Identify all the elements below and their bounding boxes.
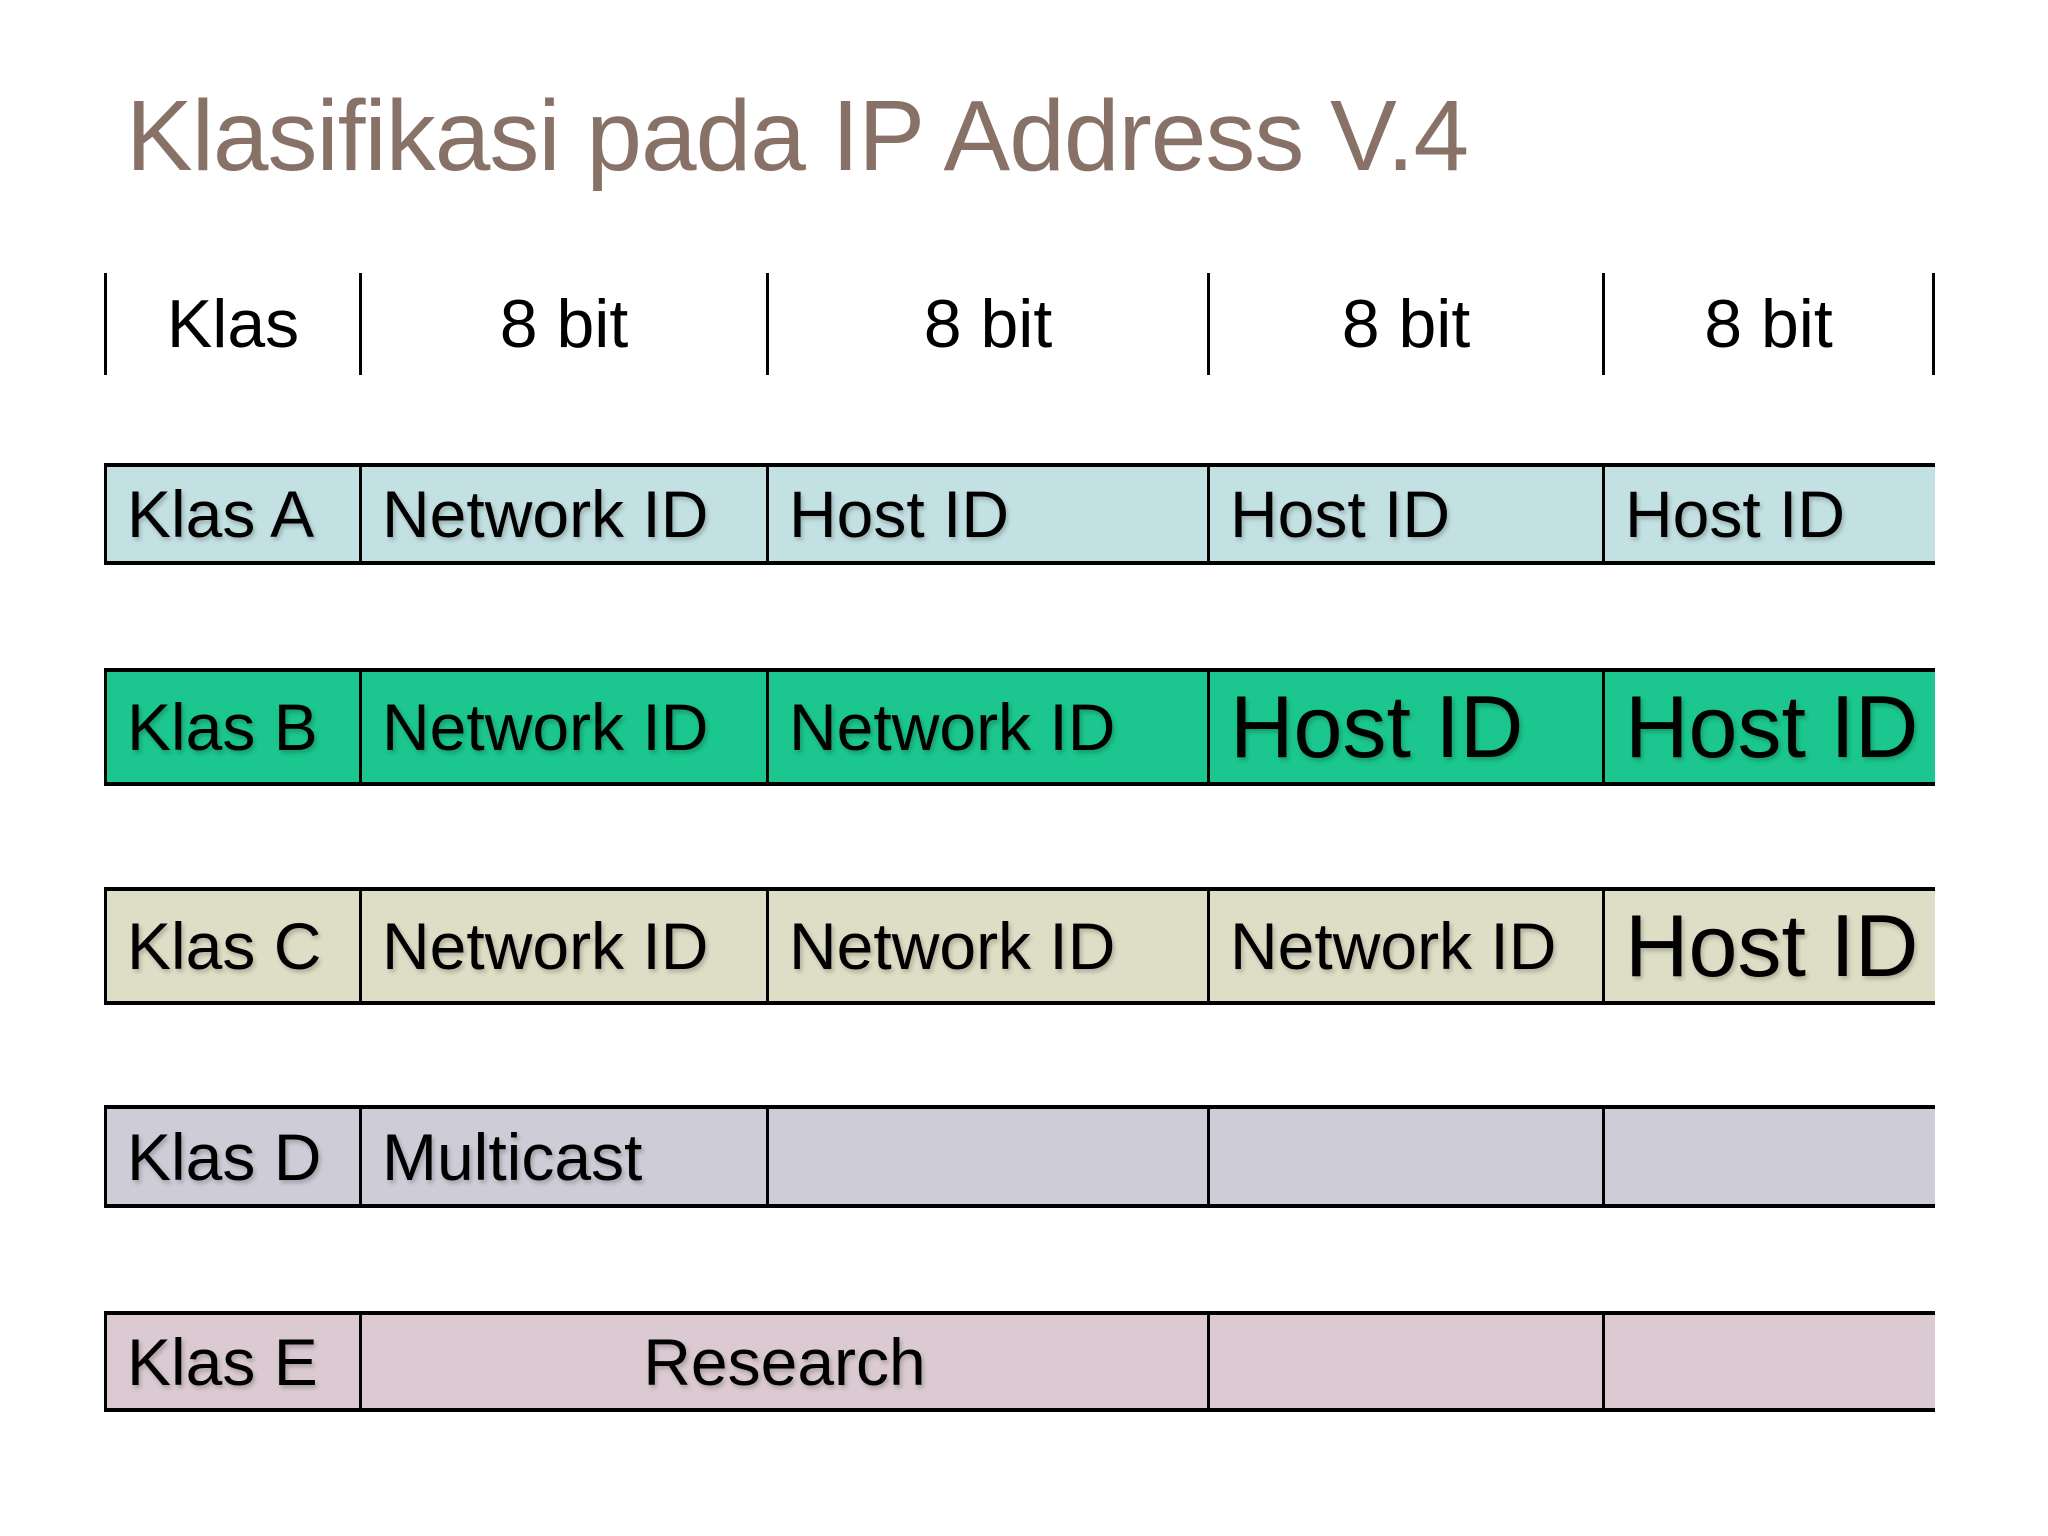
empty-cell — [1210, 1109, 1605, 1204]
header-cell-8bit-3: 8 bit — [1210, 273, 1605, 375]
table-row-klas-c: Klas C Network ID Network ID Network ID … — [104, 887, 1935, 1005]
network-id-cell: Network ID — [769, 891, 1210, 1001]
host-id-cell: Host ID — [1210, 467, 1605, 561]
row-label-cell: Klas E — [107, 1315, 362, 1408]
empty-cell — [1605, 1315, 1935, 1408]
research-cell: Research — [362, 1315, 1210, 1408]
header-cell-8bit-2: 8 bit — [769, 273, 1210, 375]
empty-cell — [769, 1109, 1210, 1204]
empty-cell — [1605, 1109, 1935, 1204]
network-id-cell: Network ID — [362, 891, 769, 1001]
row-label-cell: Klas C — [107, 891, 362, 1001]
network-id-cell: Network ID — [362, 467, 769, 561]
host-id-cell: Host ID — [769, 467, 1210, 561]
table-row-klas-e: Klas E Research — [104, 1311, 1935, 1412]
empty-cell — [1210, 1315, 1605, 1408]
header-cell-klas: Klas — [107, 273, 362, 375]
network-id-cell: Network ID — [769, 672, 1210, 782]
row-label-cell: Klas D — [107, 1109, 362, 1204]
host-id-cell: Host ID — [1625, 677, 1919, 776]
page-title: Klasifikasi pada IP Address V.4 — [126, 80, 1469, 192]
row-label-cell: Klas A — [107, 467, 362, 561]
table-row-klas-d: Klas D Multicast — [104, 1105, 1935, 1208]
row-label-cell: Klas B — [107, 672, 362, 782]
host-id-cell: Host ID — [1210, 672, 1605, 782]
multicast-cell: Multicast — [362, 1109, 769, 1204]
network-id-cell: Network ID — [1210, 891, 1605, 1001]
header-cell-8bit-4: 8 bit — [1605, 273, 1935, 375]
network-id-cell: Network ID — [362, 672, 769, 782]
host-id-cell: Host ID — [1625, 477, 1846, 551]
host-id-cell: Host ID — [1625, 896, 1919, 995]
table-row-klas-b: Klas B Network ID Network ID Host ID Hos… — [104, 668, 1935, 786]
header-cell-8bit-1: 8 bit — [362, 273, 769, 375]
table-row-klas-a: Klas A Network ID Host ID Host ID Host I… — [104, 463, 1935, 565]
bit-header-row: Klas 8 bit 8 bit 8 bit 8 bit — [104, 273, 1935, 375]
